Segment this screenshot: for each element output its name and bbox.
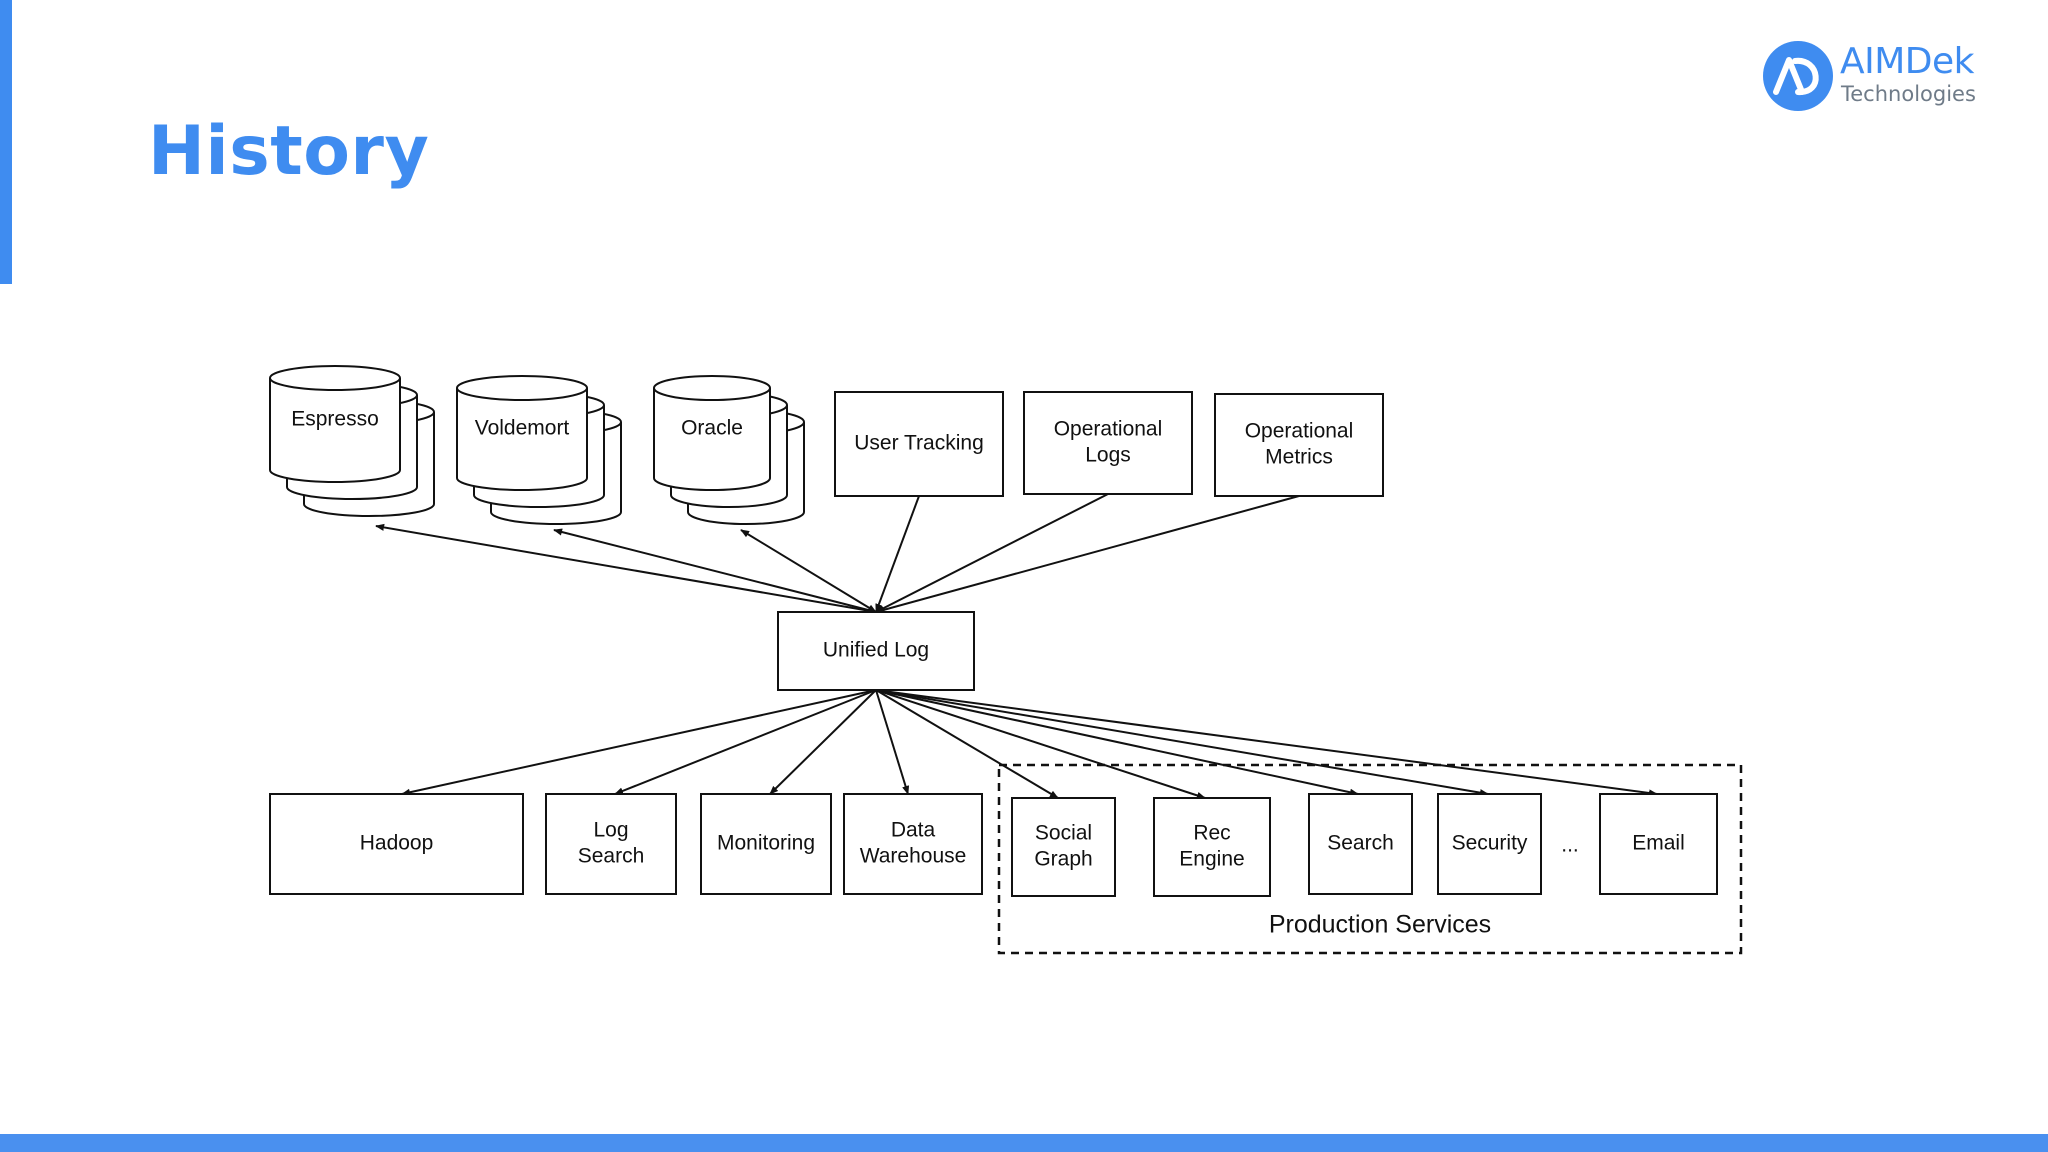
node-user-tracking-label-1: User Tracking	[854, 432, 984, 455]
ad-monogram-icon	[1763, 41, 1833, 111]
production-services-boundary	[997, 763, 1743, 955]
node-user-tracking: User Tracking	[834, 391, 1004, 497]
node-email-label-1: Email	[1632, 832, 1685, 855]
left-accent-bar	[0, 0, 12, 284]
production-services-group: Production Services	[997, 763, 1743, 955]
node-hadoop-box	[269, 793, 524, 895]
node-security: Security	[1437, 793, 1542, 895]
node-monitoring-box	[700, 793, 832, 895]
node-voldemort-label-1: Voldemort	[475, 417, 570, 440]
node-espresso-cylinder-rim-1	[269, 377, 401, 391]
node-search: Search	[1308, 793, 1413, 895]
node-social-graph-label-2: Graph	[1034, 848, 1092, 871]
node-log-search-box	[545, 793, 677, 895]
edge-espresso-unified-log	[375, 523, 877, 615]
edge-user-tracking-to-unified-log	[875, 495, 920, 613]
node-voldemort-cylinder-rim-1	[456, 387, 588, 401]
logo-subtitle: Technologies	[1841, 82, 1976, 106]
edge-voldemort-unified-log	[553, 528, 877, 614]
node-operational-metrics-label-2: Metrics	[1265, 446, 1333, 469]
node-log-search-label-2: Search	[578, 845, 645, 868]
node-oracle-cylinder-1	[653, 375, 771, 491]
node-operational-metrics-label-1: Operational	[1245, 420, 1354, 443]
node-voldemort: Voldemort	[456, 375, 622, 525]
edge-unified-log-to-email	[875, 689, 1658, 797]
node-rec-engine-label-2: Engine	[1179, 848, 1244, 871]
node-social-graph-label-1: Social	[1035, 822, 1092, 845]
node-oracle-cylinder-rim-1	[653, 387, 771, 401]
edge-unified-log-to-hadoop	[401, 689, 877, 796]
node-email: Email	[1599, 793, 1718, 895]
edge-unified-log-to-monitoring	[769, 689, 877, 795]
node-oracle-label-1: Oracle	[681, 417, 743, 440]
node-unified-log-box	[777, 611, 975, 691]
node-unified-log-label-1: Unified Log	[823, 639, 929, 662]
node-operational-logs-box	[1023, 391, 1193, 495]
node-operational-logs-label-2: Logs	[1085, 444, 1131, 467]
node-search-label-1: Search	[1327, 832, 1394, 855]
node-log-search-label-1: Log	[593, 819, 628, 842]
logo-name: AIMDek	[1840, 41, 1975, 82]
node-rec-engine-label-1: Rec	[1193, 822, 1230, 845]
node-espresso: Espresso	[269, 365, 435, 517]
edge-operational-logs-to-unified-log	[875, 493, 1109, 613]
node-search-box	[1308, 793, 1413, 895]
slide-title: History	[148, 112, 430, 191]
node-hadoop: Hadoop	[269, 793, 524, 895]
node-monitoring: Monitoring	[700, 793, 832, 895]
production-services-label: Production Services	[1269, 911, 1491, 939]
node-user-tracking-box	[834, 391, 1004, 497]
node-security-box	[1437, 793, 1542, 895]
node-data-warehouse-label-1: Data	[891, 819, 936, 842]
edge-unified-log-to-data-warehouse	[875, 689, 910, 795]
node-social-graph-box	[1011, 797, 1116, 897]
node-data-warehouse-box	[843, 793, 983, 895]
node-security-label-1: Security	[1452, 832, 1528, 855]
node-espresso-cylinder-1	[269, 365, 401, 483]
company-logo: AIMDek Technologies	[1762, 40, 1992, 114]
node-email-box	[1599, 793, 1718, 895]
node-monitoring-label-1: Monitoring	[717, 832, 815, 855]
node-oracle: Oracle	[653, 375, 805, 525]
edge-operational-metrics-to-unified-log	[875, 495, 1300, 614]
node-unified-log: Unified Log	[777, 611, 975, 691]
node-operational-metrics-box	[1214, 393, 1384, 497]
edge-unified-log-to-security	[875, 689, 1489, 797]
node-rec-engine-box	[1153, 797, 1271, 897]
node-hadoop-label-1: Hadoop	[360, 832, 434, 855]
edge-unified-log-to-social-graph	[875, 689, 1059, 799]
node-espresso-label-1: Espresso	[291, 408, 379, 431]
node-data-warehouse-label-2: Warehouse	[860, 845, 967, 868]
edge-unified-log-to-log-search	[614, 689, 877, 795]
edge-oracle-unified-log	[740, 529, 877, 613]
node-operational-logs-label-1: Operational	[1054, 418, 1163, 441]
edge-unified-log-to-search	[875, 689, 1359, 796]
bottom-accent-bar	[0, 1134, 2048, 1152]
edge-unified-log-to-rec-engine	[875, 689, 1206, 799]
node-voldemort-cylinder-1	[456, 375, 588, 491]
ellipsis-label: ...	[1561, 834, 1579, 857]
